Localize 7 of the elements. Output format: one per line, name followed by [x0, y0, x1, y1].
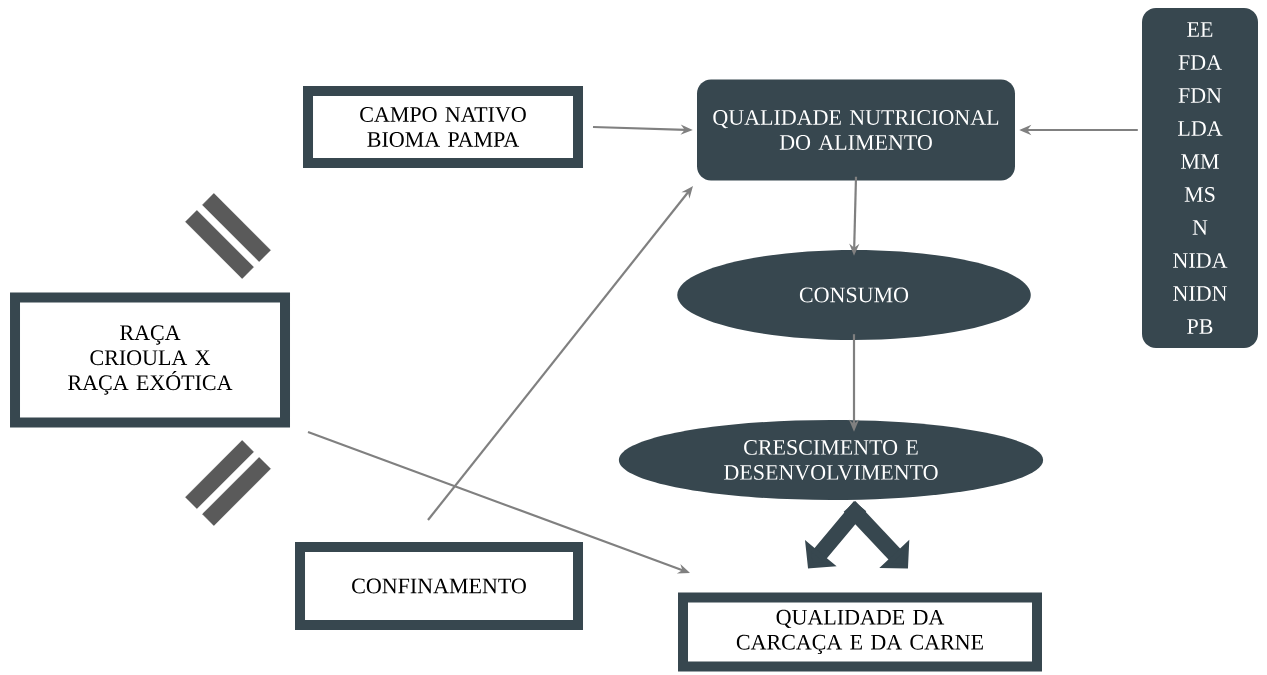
- label-box: RAÇA CRIOULA X RAÇA EXÓTICA: [10, 292, 290, 428]
- label-box: QUALIDADE DA CARCAÇA E DA CARNE: [678, 592, 1042, 672]
- chevron-arrow: [805, 504, 910, 569]
- label-box: CAMPO NATIVO BIOMA PAMPA: [303, 86, 583, 168]
- process-box: QUALIDADE NUTRICIONAL DO ALIMENTO: [697, 79, 1015, 181]
- list-box: EE FDA FDN LDA MM MS N NIDA NIDN PB: [1142, 8, 1258, 348]
- label-box: CONFINAMENTO: [295, 542, 583, 630]
